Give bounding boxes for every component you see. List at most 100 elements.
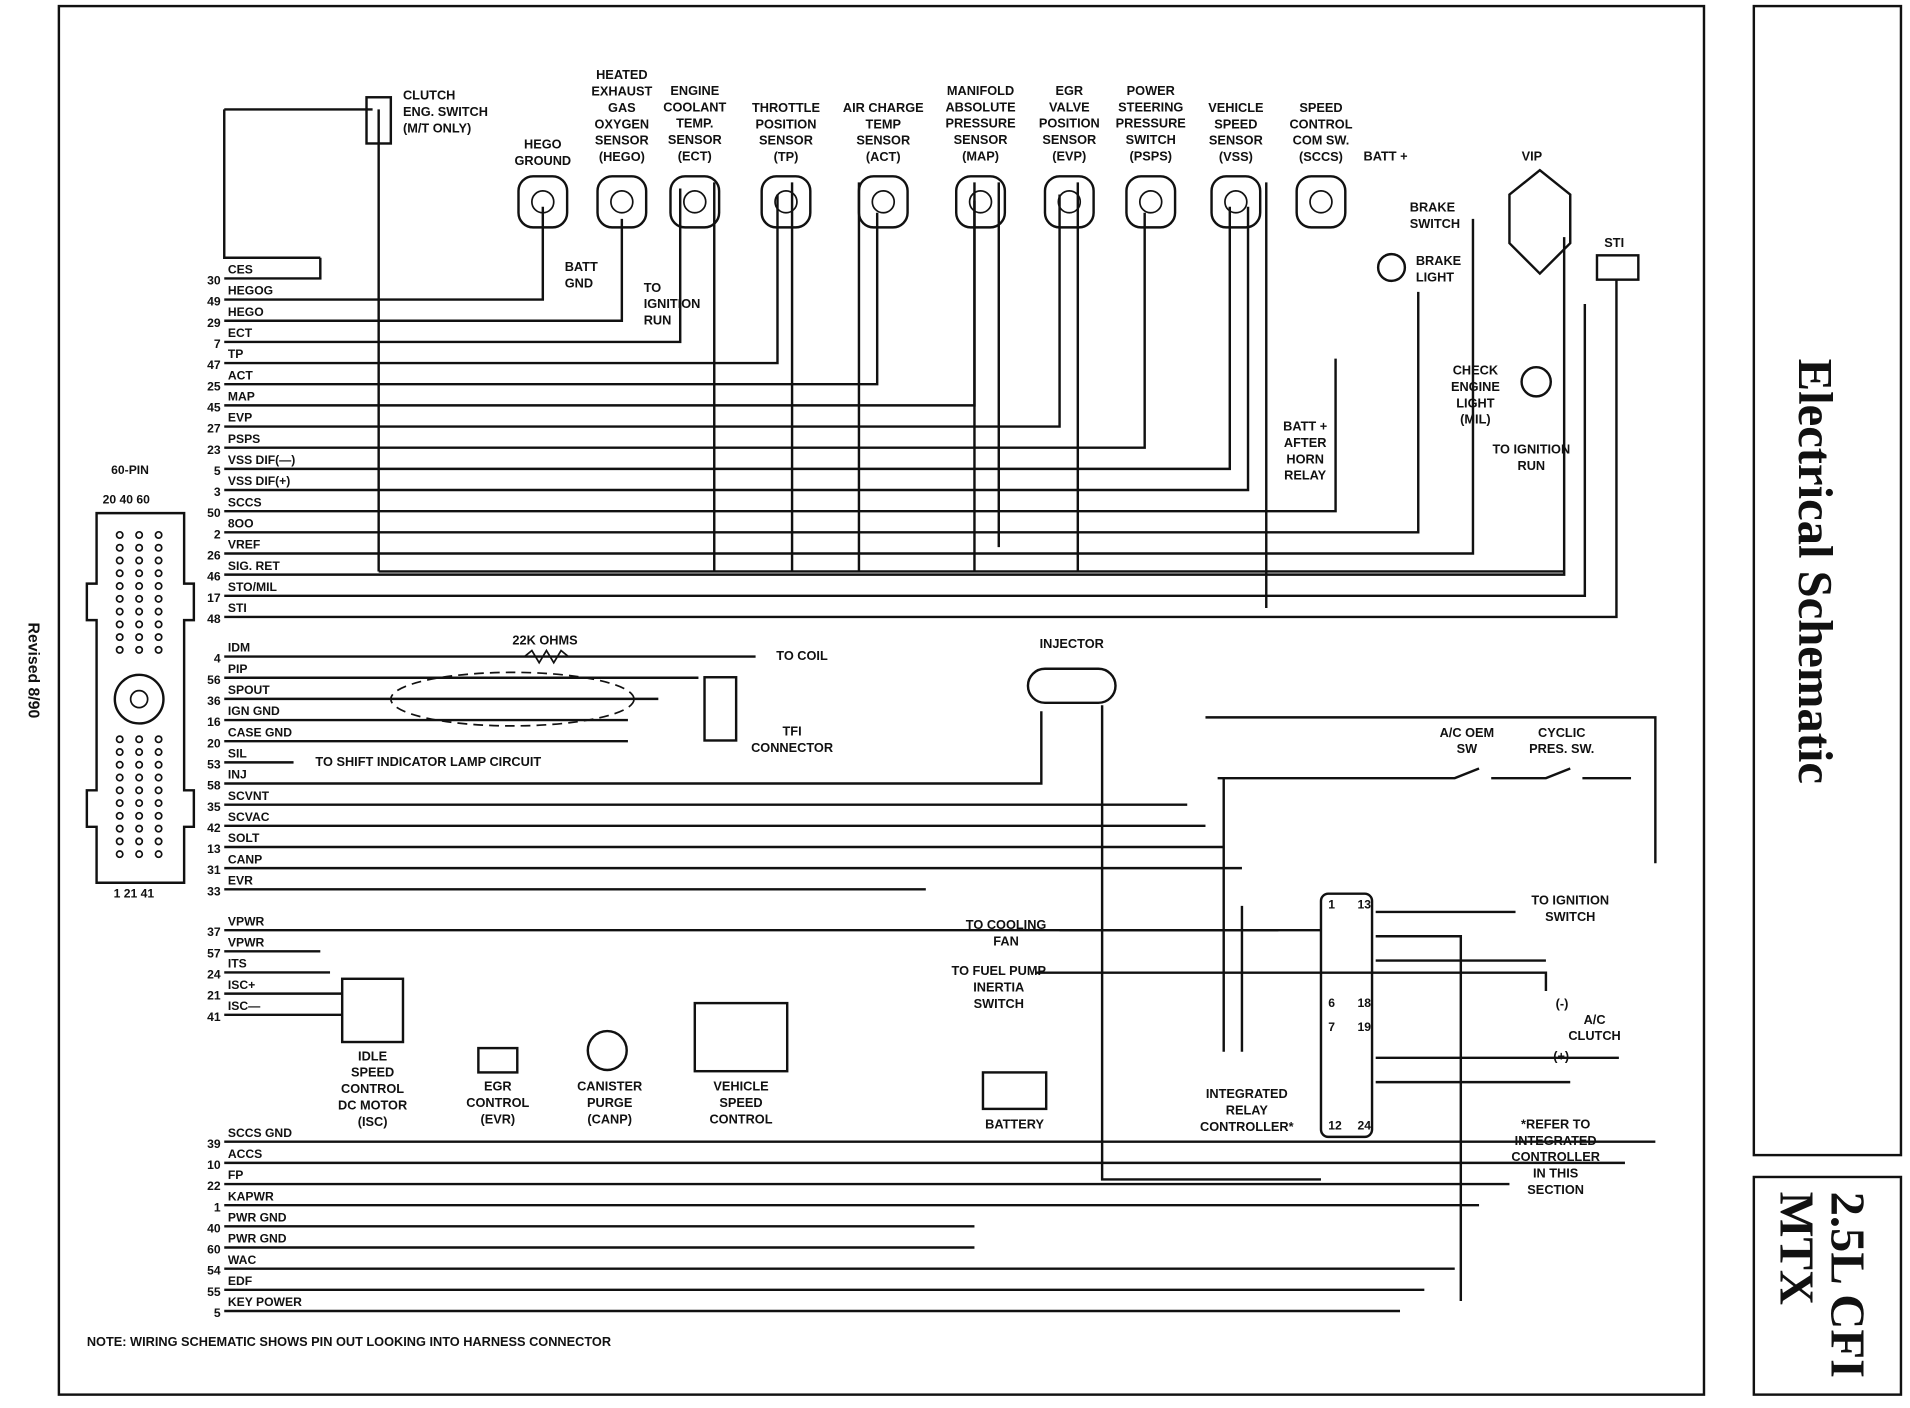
pin-hole: [115, 811, 124, 820]
ac-clutch-minus: (-): [1556, 996, 1569, 1011]
wire-pins_top-6: [224, 200, 976, 407]
sensor-label-line: GROUND: [514, 153, 571, 168]
sensor-label-line: (HEGO): [599, 149, 645, 164]
connector-label: 60-PIN: [111, 463, 149, 477]
pin-number: 54: [207, 1264, 221, 1278]
horn-relay-label-line: RELAY: [1284, 468, 1327, 483]
refer-note-line: CONTROLLER: [1511, 1149, 1600, 1164]
sensor-label-line: GAS: [608, 100, 636, 115]
pin-name-idm: IDM: [228, 641, 250, 655]
fuel-pump-label-line: INERTIA: [973, 980, 1024, 995]
vip-label: VIP: [1522, 148, 1543, 163]
pin-number: 57: [207, 946, 221, 960]
wire-pins_top-11: [224, 358, 1337, 513]
resistor-label: 22K OHMS: [512, 632, 577, 647]
pin-number: 5: [214, 1306, 221, 1320]
vsc-label-line: VEHICLE: [713, 1079, 768, 1094]
pin-number: 42: [207, 821, 221, 835]
pin-number: 55: [207, 1285, 221, 1299]
sensor-3: [760, 175, 812, 229]
evr-label-line: EGR: [484, 1079, 512, 1094]
pin-number: 21: [207, 989, 221, 1003]
sensor-label-line: HEATED: [596, 67, 647, 82]
pin-name-map: MAP: [228, 390, 255, 404]
pin-hole: [154, 569, 163, 578]
sensor-label-line: SENSOR: [668, 132, 722, 147]
pin-hole: [135, 633, 144, 642]
pin-name-case-gnd: CASE GND: [228, 725, 292, 739]
sensor-label-line: SENSOR: [856, 133, 910, 148]
horn-relay-label-line: AFTER: [1284, 435, 1327, 450]
pin-number: 40: [207, 1221, 221, 1235]
pin-hole: [154, 620, 163, 629]
evr-label-line: CONTROL: [466, 1095, 529, 1110]
pin-hole: [135, 850, 144, 859]
pin-name-isc-: ISC+: [228, 978, 255, 992]
wire-pins_top-12: [224, 291, 1420, 534]
sensor-label-line: SENSOR: [954, 132, 1008, 147]
pin-name-edf: EDF: [228, 1274, 252, 1288]
wire-clutch: [223, 108, 373, 259]
sti-label: STI: [1604, 235, 1624, 250]
pin-name-kapwr: KAPWR: [228, 1189, 274, 1203]
ac-clutch-label-line: A/C: [1584, 1012, 1606, 1027]
sensor-label-line: POSITION: [1039, 116, 1100, 131]
sensor-6: [1043, 175, 1095, 229]
wire-pins_top-15: [224, 303, 1587, 598]
pin-hole: [135, 582, 144, 591]
pin-name-isc-: ISC—: [228, 999, 261, 1013]
pin-number: 56: [207, 673, 221, 687]
sensor-label-line: (EVP): [1052, 148, 1086, 163]
pin-hole: [115, 607, 124, 616]
pin-number: 53: [207, 757, 221, 771]
pin-number: 31: [207, 863, 221, 877]
sensor-label-line: CONTROL: [1289, 116, 1352, 131]
sensor-label-line: (VSS): [1219, 149, 1253, 164]
integrated-relay-controller: [1319, 892, 1374, 1139]
vip-connector: [1508, 168, 1572, 276]
battery-icon: [981, 1071, 1048, 1111]
pin-name-vpwr: VPWR: [228, 914, 265, 928]
vehicle-speed-control: [693, 1001, 789, 1073]
sensor-4: [857, 175, 909, 229]
irc-pin-number: 12: [1328, 1119, 1342, 1133]
connector-top-pins: 20 40 60: [103, 492, 151, 506]
pin-number: 16: [207, 715, 221, 729]
sensor-label-line: OXYGEN: [595, 116, 650, 131]
connector-bottom-pins: 1 21 41: [114, 886, 155, 900]
pin-hole: [154, 556, 163, 565]
pin-number: 4: [214, 652, 221, 666]
pin-number: 22: [207, 1179, 221, 1193]
horn-relay-label-line: BATT +: [1283, 418, 1327, 433]
pin-name-evr: EVR: [228, 873, 253, 887]
sensor-label-line: (TP): [774, 149, 799, 164]
pin-name-wac: WAC: [228, 1253, 257, 1267]
clutch-switch-label-line: ENG. SWITCH: [403, 104, 488, 119]
wire-pins_top-7: [224, 194, 1061, 428]
batt-gnd-label-line: GND: [565, 276, 593, 291]
pin-number: 47: [207, 358, 221, 372]
pin-hole: [154, 530, 163, 540]
pin-hole: [154, 786, 163, 795]
sensor-label-line: (MAP): [962, 148, 999, 163]
pin-name-pwr-gnd: PWR GND: [228, 1210, 287, 1224]
pin-name-scvac: SCVAC: [228, 810, 270, 824]
pin-hole: [115, 645, 124, 654]
shift-lamp-label: TO SHIFT INDICATOR LAMP CIRCUIT: [315, 754, 541, 769]
model-panel: [1752, 1175, 1903, 1396]
pin-number: 10: [207, 1158, 221, 1172]
pin-name-tp: TP: [228, 347, 244, 361]
to-ignition-switch-label-line: SWITCH: [1545, 909, 1595, 924]
pin-hole: [135, 620, 144, 629]
irc-pin-number: 19: [1357, 1020, 1371, 1034]
mil-label-line: (MIL): [1460, 412, 1490, 427]
isc-motor: [340, 977, 405, 1044]
pin-hole: [115, 799, 124, 808]
clutch-switch-label-line: CLUTCH: [403, 88, 455, 103]
pin-number: 39: [207, 1137, 221, 1151]
pin-hole: [115, 543, 124, 552]
pin-name-vpwr: VPWR: [228, 935, 265, 949]
horn-relay-label-line: HORN: [1286, 451, 1324, 466]
pin-hole: [154, 824, 163, 833]
